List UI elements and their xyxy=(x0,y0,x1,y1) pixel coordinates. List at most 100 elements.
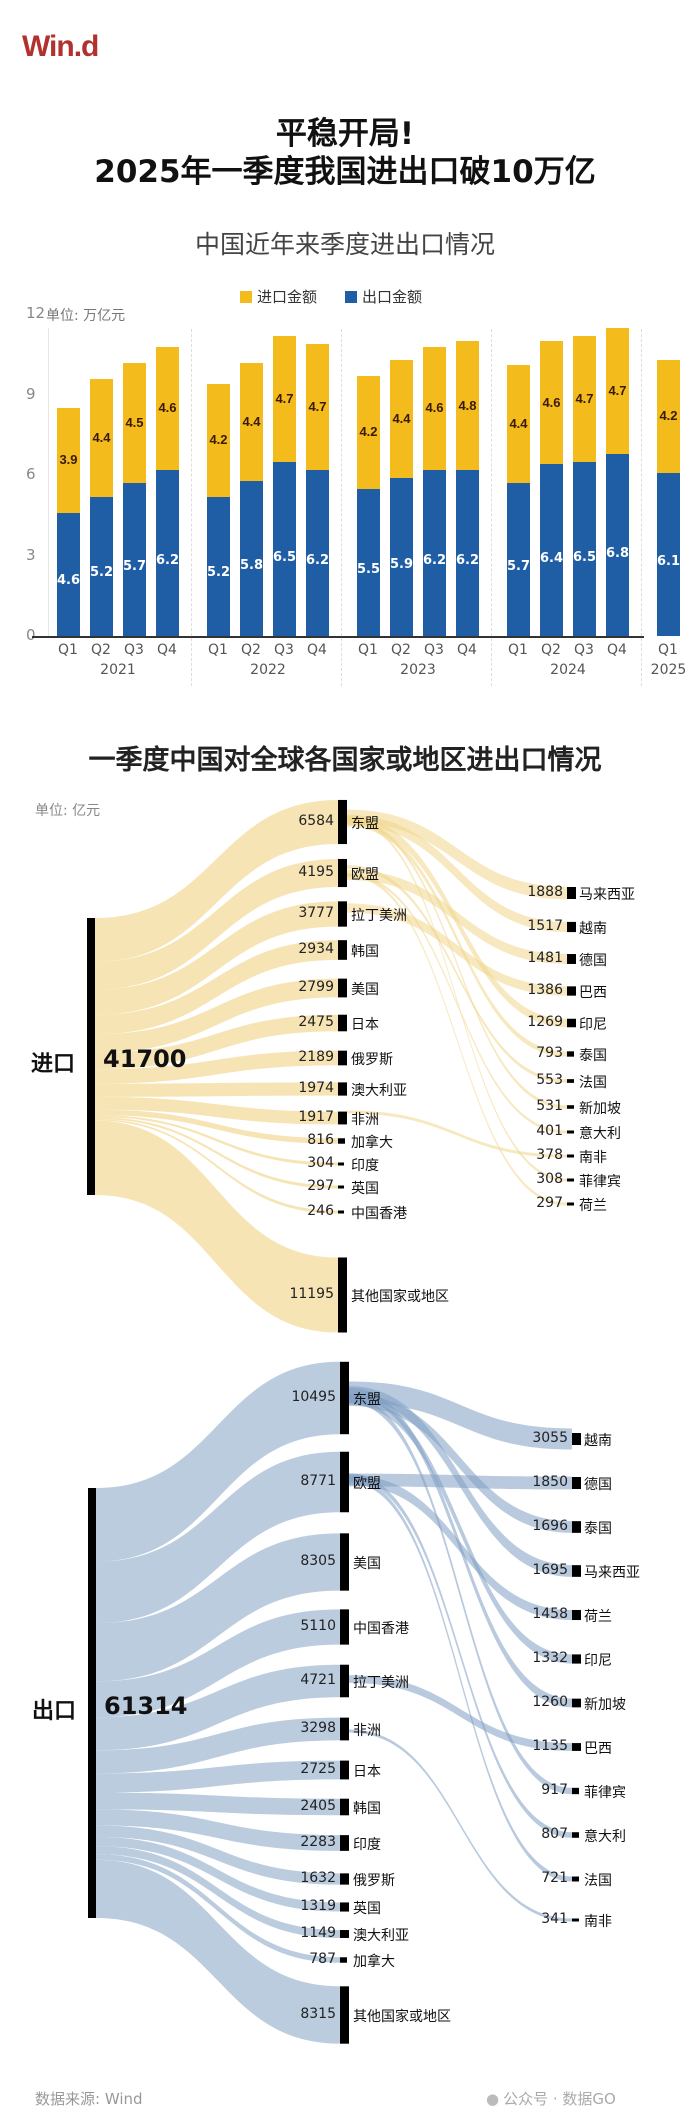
node-泰国 xyxy=(572,1521,581,1533)
node-label: 美国 xyxy=(353,1556,381,1572)
x-tick-year: 2021 xyxy=(100,662,136,678)
node-value: 297 xyxy=(307,1178,334,1194)
node-value: 246 xyxy=(307,1203,334,1219)
import-segment xyxy=(306,343,329,470)
node-荷兰 xyxy=(567,1202,574,1206)
node-菲律宾 xyxy=(572,1787,579,1795)
country-value: 341 xyxy=(541,1911,568,1927)
node-label: 非洲 xyxy=(353,1723,381,1739)
node-印度 xyxy=(340,1835,349,1851)
x-tick-quarter: Q2 xyxy=(241,642,261,658)
country-value: 1695 xyxy=(532,1562,568,1578)
import-segment xyxy=(606,327,629,454)
flow-马来西亚 xyxy=(347,809,567,900)
node-日本 xyxy=(340,1760,349,1780)
legend-import-label: 进口金额 xyxy=(257,288,318,306)
import-value-label: 4.5 xyxy=(125,414,144,430)
x-tick-quarter: Q1 xyxy=(508,642,528,658)
flow-东盟 xyxy=(96,1361,340,1562)
country-label: 法国 xyxy=(579,1075,607,1091)
node-俄罗斯 xyxy=(340,1873,349,1885)
country-value: 531 xyxy=(536,1098,563,1114)
source-node xyxy=(87,918,95,1195)
node-英国 xyxy=(338,1185,344,1189)
import-value-label: 4.2 xyxy=(659,408,678,424)
y-tick-label: 9 xyxy=(26,384,36,403)
node-英国 xyxy=(340,1902,349,1912)
flow-越南 xyxy=(349,1381,572,1450)
node-中国香港 xyxy=(340,1609,349,1645)
x-tick-year: 2025 xyxy=(650,662,687,678)
node-label: 印度 xyxy=(351,1158,379,1174)
node-巴西 xyxy=(572,1743,581,1751)
x-tick-quarter: Q3 xyxy=(274,642,294,658)
node-印尼 xyxy=(572,1654,581,1664)
y-tick-label: 0 xyxy=(26,626,36,644)
import-value-label: 4.8 xyxy=(458,397,477,413)
export-segment xyxy=(273,461,296,636)
flow-印度 xyxy=(96,1809,340,1851)
country-label: 马来西亚 xyxy=(584,1565,640,1581)
country-value: 1458 xyxy=(532,1606,568,1622)
import-segment xyxy=(90,378,113,497)
export-value-label: 4.6 xyxy=(56,572,81,588)
node-value: 1632 xyxy=(300,1870,336,1886)
import-segment xyxy=(207,384,230,497)
node-韩国 xyxy=(338,940,347,960)
import-segment xyxy=(657,359,680,473)
node-拉丁美洲 xyxy=(340,1664,349,1698)
import-segment xyxy=(507,365,530,484)
node-value: 1974 xyxy=(298,1080,334,1096)
node-value: 2405 xyxy=(300,1798,336,1814)
country-label: 巴西 xyxy=(579,985,607,1001)
node-value: 2283 xyxy=(300,1834,336,1850)
flow-澳大利亚 xyxy=(96,1846,340,1938)
import-value-label: 4.6 xyxy=(158,400,177,416)
country-label: 意大利 xyxy=(584,1829,626,1845)
page-title-line2: 2025年一季度我国进出口破10万亿 xyxy=(94,154,596,190)
x-tick-quarter: Q3 xyxy=(424,642,444,658)
source-total: 61314 xyxy=(104,1692,188,1720)
import-value-label: 4.4 xyxy=(92,429,111,445)
import-segment xyxy=(423,346,446,470)
country-label: 新加坡 xyxy=(584,1697,626,1713)
import-value-label: 4.7 xyxy=(608,382,627,398)
chart-subtitle: 中国近年来季度进出口情况 xyxy=(194,230,495,259)
node-value: 787 xyxy=(309,1951,336,1967)
import-value-label: 4.6 xyxy=(542,394,561,410)
node-越南 xyxy=(572,1433,581,1445)
node-美国 xyxy=(338,978,347,998)
node-加拿大 xyxy=(340,1957,347,1963)
node-label: 加拿大 xyxy=(353,1954,395,1970)
node-加拿大 xyxy=(338,1138,345,1144)
export-segment xyxy=(507,483,530,636)
flow-菲律宾 xyxy=(347,818,567,1182)
import-value-label: 4.4 xyxy=(392,410,411,426)
country-value: 1269 xyxy=(527,1014,563,1030)
node-意大利 xyxy=(572,1832,579,1838)
node-label: 韩国 xyxy=(351,944,379,960)
wechat-icon: ● xyxy=(486,2090,500,2108)
node-value: 4195 xyxy=(298,864,334,880)
country-label: 荷兰 xyxy=(584,1609,612,1625)
node-label: 澳大利亚 xyxy=(351,1083,407,1099)
country-value: 793 xyxy=(536,1045,563,1061)
country-value: 1332 xyxy=(532,1650,568,1666)
flow-中国香港 xyxy=(95,1119,338,1214)
country-label: 越南 xyxy=(579,921,607,937)
flow-美国 xyxy=(96,1533,340,1682)
node-东盟 xyxy=(338,799,347,845)
flow-拉丁美洲 xyxy=(96,1664,340,1751)
flow-南非 xyxy=(347,1110,567,1158)
import-value-label: 4.4 xyxy=(242,413,261,429)
flow-菲律宾 xyxy=(349,1396,572,1795)
x-tick-quarter: Q1 xyxy=(58,642,78,658)
